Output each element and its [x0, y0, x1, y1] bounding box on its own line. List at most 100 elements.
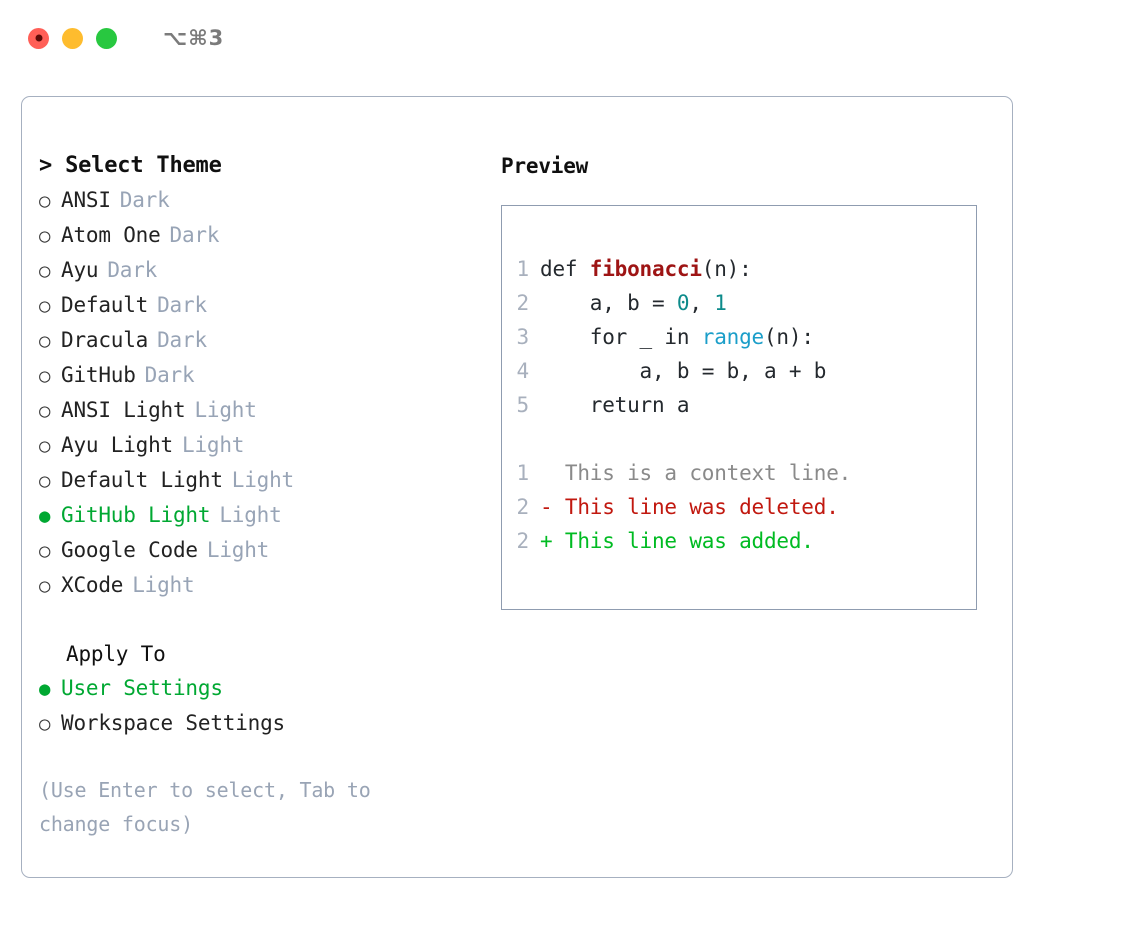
radio-unselected-icon: ○	[39, 575, 51, 597]
code-token-plain: def	[540, 257, 590, 281]
code-token-num: 0	[676, 291, 690, 315]
theme-mode-tag: Dark	[107, 258, 158, 282]
theme-option-label: ANSI	[61, 188, 111, 212]
theme-mode-tag: Light	[231, 468, 294, 492]
diff-marker	[540, 456, 565, 490]
diff-line-number: 1	[516, 461, 530, 485]
theme-option-label: GitHub	[61, 363, 136, 387]
diff-line-add: 2 + This line was added.	[502, 524, 976, 558]
diff-line-number: 2	[516, 529, 530, 553]
theme-option-label: ANSI Light	[61, 398, 186, 422]
keyboard-hint: (Use Enter to select, Tab to change focu…	[39, 778, 371, 836]
diff-line-context: 1 This is a context line.	[502, 456, 976, 490]
theme-option-label: Default	[61, 293, 149, 317]
diff-line-text: This line was deleted.	[564, 495, 839, 519]
theme-option-label: Default Light	[61, 468, 223, 492]
code-line-number: 5	[516, 393, 530, 417]
diff-line-text: This line was added.	[564, 529, 814, 553]
theme-option-label: XCode	[61, 573, 124, 597]
code-token-plain: for _ in	[540, 325, 702, 349]
code-line-text: a, b = 0, 1	[540, 286, 727, 320]
code-line: 2 a, b = 0, 1	[502, 286, 976, 320]
code-line-number: 4	[516, 359, 530, 383]
close-button[interactable]	[28, 27, 49, 49]
theme-option-xcode[interactable]: ○ XCode Light	[39, 568, 479, 603]
theme-option-default-light[interactable]: ○ Default Light Light	[39, 463, 479, 498]
radio-unselected-icon: ○	[39, 225, 51, 247]
theme-option-label: Ayu Light	[61, 433, 173, 457]
theme-mode-tag: Light	[132, 573, 195, 597]
code-line-number: 2	[516, 291, 530, 315]
apply-to-option-workspace-settings[interactable]: ○ Workspace Settings	[39, 706, 479, 741]
theme-mode-tag: Light	[206, 538, 270, 562]
code-token-plain: a, b = b, a + b	[540, 359, 827, 383]
radio-unselected-icon: ○	[39, 713, 51, 735]
radio-unselected-icon: ○	[39, 190, 51, 212]
code-line: 1 def fibonacci(n):	[502, 252, 976, 286]
radio-unselected-icon: ○	[39, 295, 51, 317]
theme-mode-tag: Dark	[157, 293, 207, 317]
radio-selected-icon: ●	[39, 505, 51, 527]
apply-to-option-user-settings[interactable]: ● User Settings	[39, 671, 479, 706]
theme-option-github-light[interactable]: ● GitHub Light Light	[39, 498, 479, 533]
theme-option-label: Google Code	[61, 538, 198, 562]
code-diff-gap	[502, 422, 976, 456]
theme-option-label: Atom One	[61, 223, 161, 247]
code-token-plain: (n):	[763, 325, 814, 349]
diff-line-number: 2	[516, 495, 530, 519]
code-token-plain: a, b =	[540, 291, 677, 315]
radio-unselected-icon: ○	[39, 540, 51, 562]
radio-unselected-icon: ○	[39, 365, 51, 387]
diff-marker: +	[540, 529, 565, 553]
window-title-shortcut: ⌥⌘3	[163, 26, 225, 50]
theme-mode-tag: Light	[182, 433, 245, 457]
diff-line-del: 2- This line was deleted.	[502, 490, 976, 524]
select-theme-header: > Select Theme	[39, 153, 222, 178]
diff-sample: 1 This is a context line.2- This line wa…	[502, 456, 976, 558]
code-line-text: def fibonacci(n):	[540, 252, 752, 286]
radio-selected-icon: ●	[39, 678, 51, 700]
code-line-text: return a	[540, 388, 690, 422]
title-bar: ⌥⌘3	[0, 0, 1140, 76]
theme-option-label: GitHub Light	[61, 503, 211, 527]
code-token-plain: ,	[689, 291, 715, 315]
apply-to-header: Apply To	[66, 642, 166, 666]
radio-unselected-icon: ○	[39, 470, 51, 492]
theme-option-label: Ayu	[61, 258, 99, 282]
theme-mode-tag: Dark	[157, 328, 207, 352]
code-token-plain: (n):	[701, 257, 752, 281]
recording-indicator-dot	[35, 34, 42, 42]
preview-title: Preview	[501, 154, 589, 178]
apply-to-list[interactable]: ● User Settings ○ Workspace Settings	[39, 671, 479, 741]
theme-mode-tag: Light	[219, 503, 282, 527]
apply-to-option-label: User Settings	[61, 676, 223, 700]
theme-option-google-code[interactable]: ○ Google Code Light	[39, 533, 479, 568]
code-line-text: for _ in range(n):	[540, 320, 814, 354]
code-line-number: 1	[516, 257, 530, 281]
code-token-builtin: range	[701, 325, 764, 349]
maximize-button[interactable]	[96, 27, 117, 49]
apply-to-option-label: Workspace Settings	[61, 711, 285, 735]
theme-mode-tag: Light	[194, 398, 257, 422]
theme-option-label: Dracula	[61, 328, 149, 352]
diff-line-text: This is a context line.	[564, 461, 852, 485]
minimize-button[interactable]	[62, 27, 83, 49]
code-line: 3 for _ in range(n):	[502, 320, 976, 354]
diff-marker: -	[540, 495, 565, 519]
theme-option-default[interactable]: ○ Default Dark	[39, 288, 479, 323]
code-line: 5 return a	[502, 388, 976, 422]
code-token-num: 1	[714, 291, 727, 315]
